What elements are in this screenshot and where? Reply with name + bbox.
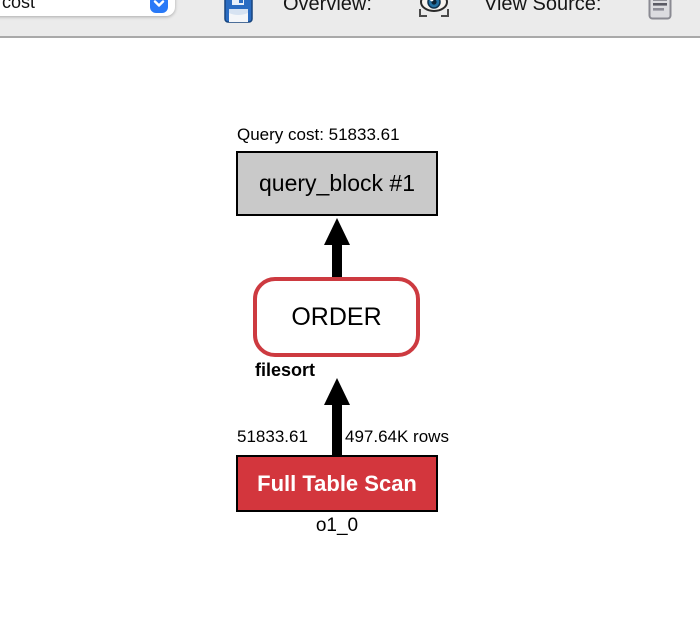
overview-label: Overview: — [283, 0, 372, 15]
order-node[interactable]: ORDER — [253, 277, 420, 357]
full-table-scan-rows-label: 497.64K rows — [345, 427, 449, 446]
overview-eye-icon[interactable] — [417, 0, 451, 18]
order-label: ORDER — [291, 302, 382, 331]
view-source-label: View Source: — [484, 0, 602, 15]
cost-type-select-value: cost — [2, 0, 36, 12]
chevron-down-icon — [153, 0, 165, 7]
arrow-order-shaft — [332, 402, 342, 455]
save-icon[interactable] — [224, 0, 253, 23]
full-table-scan-label: Full Table Scan — [257, 470, 417, 496]
arrow-query-block-shaft — [332, 242, 342, 278]
arrow-order-head — [324, 378, 350, 405]
explain-diagram-canvas: Query cost: 51833.61 query_block #1 ORDE… — [0, 40, 700, 620]
full-table-scan-node[interactable]: Full Table Scan — [236, 455, 438, 512]
cost-type-select[interactable]: cost — [0, 0, 175, 16]
query-block-node[interactable]: query_block #1 — [236, 151, 438, 216]
toolbar: cost Overview: View Source: — [0, 0, 700, 38]
view-source-icon[interactable] — [648, 0, 673, 20]
table-name-label: o1_0 — [315, 515, 359, 536]
query-block-label: query_block #1 — [259, 170, 415, 196]
arrow-query-block-head — [324, 218, 350, 245]
filesort-label: filesort — [255, 360, 316, 380]
query-cost-label: Query cost: 51833.61 — [237, 125, 400, 144]
select-dropdown-button[interactable] — [150, 0, 168, 13]
full-table-scan-cost-label: 51833.61 — [237, 427, 308, 446]
